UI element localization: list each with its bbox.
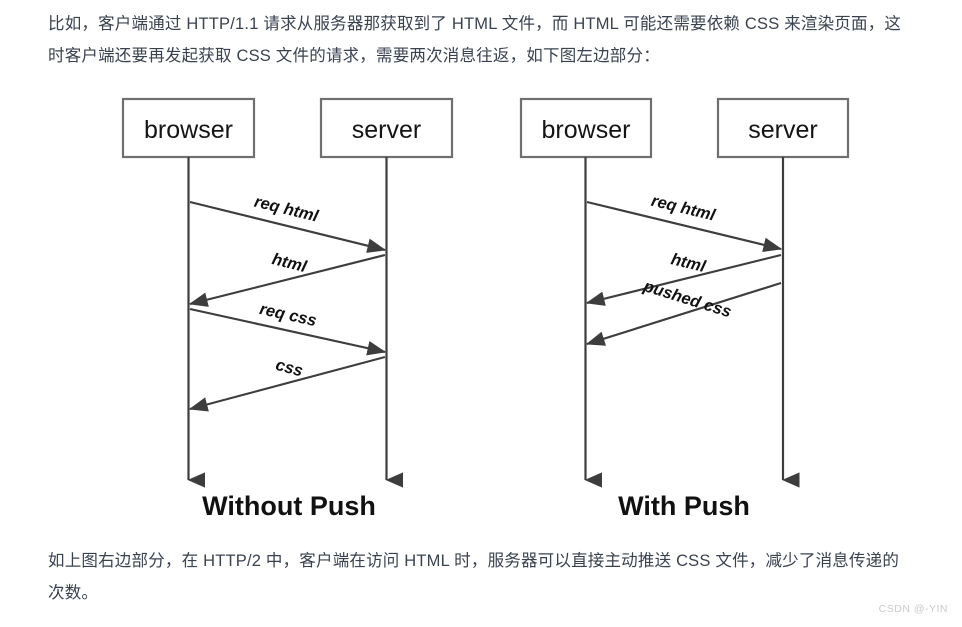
participant-server-right: server [716, 97, 850, 159]
message-pushed-css-right: pushed css [585, 277, 782, 346]
panel-caption-without-push: Without Push [202, 491, 376, 521]
participant-box [319, 97, 454, 159]
participant-label: server [352, 116, 421, 144]
participant-label: browser [144, 116, 233, 144]
message-label: html [669, 250, 708, 276]
panel-with-push: browser server req html html pushed c [519, 97, 850, 521]
message-arrow [189, 307, 387, 356]
participant-browser-left: browser [121, 97, 256, 159]
participant-server-left: server [319, 97, 454, 159]
message-label: css [274, 356, 305, 381]
message-req-html-right: req html [586, 192, 783, 252]
message-arrow [586, 200, 783, 252]
intro-paragraph: 比如，客户端通过 HTTP/1.1 请求从服务器那获取到了 HTML 文件，而 … [48, 15, 902, 65]
participant-box [716, 97, 850, 159]
csdn-watermark: CSDN @-YIN [878, 603, 948, 615]
participant-browser-right: browser [519, 97, 653, 159]
participant-box [121, 97, 256, 159]
participant-label: browser [542, 116, 631, 144]
message-arrow [585, 281, 782, 346]
diagram-canvas: browser server req html html req css [121, 97, 850, 521]
message-css-left: css [188, 355, 386, 412]
message-arrow [188, 253, 386, 307]
sequence-diagram-figure: browser server req html html req css [0, 88, 962, 533]
outro-paragraph: 如上图右边部分，在 HTTP/2 中，客户端在访问 HTML 时，服务器可以直接… [48, 552, 900, 602]
participant-label: server [748, 116, 817, 144]
message-html-left: html [188, 250, 386, 307]
panel-without-push: browser server req html html req css [121, 97, 454, 521]
message-label: pushed css [640, 277, 733, 321]
message-label: html [270, 250, 309, 276]
message-arrow [188, 355, 386, 412]
message-req-css-left: req css [189, 300, 387, 356]
message-arrow [585, 253, 782, 306]
message-req-html-left: req html [189, 193, 387, 253]
message-arrow [189, 200, 387, 253]
panel-caption-with-push: With Push [618, 491, 750, 521]
